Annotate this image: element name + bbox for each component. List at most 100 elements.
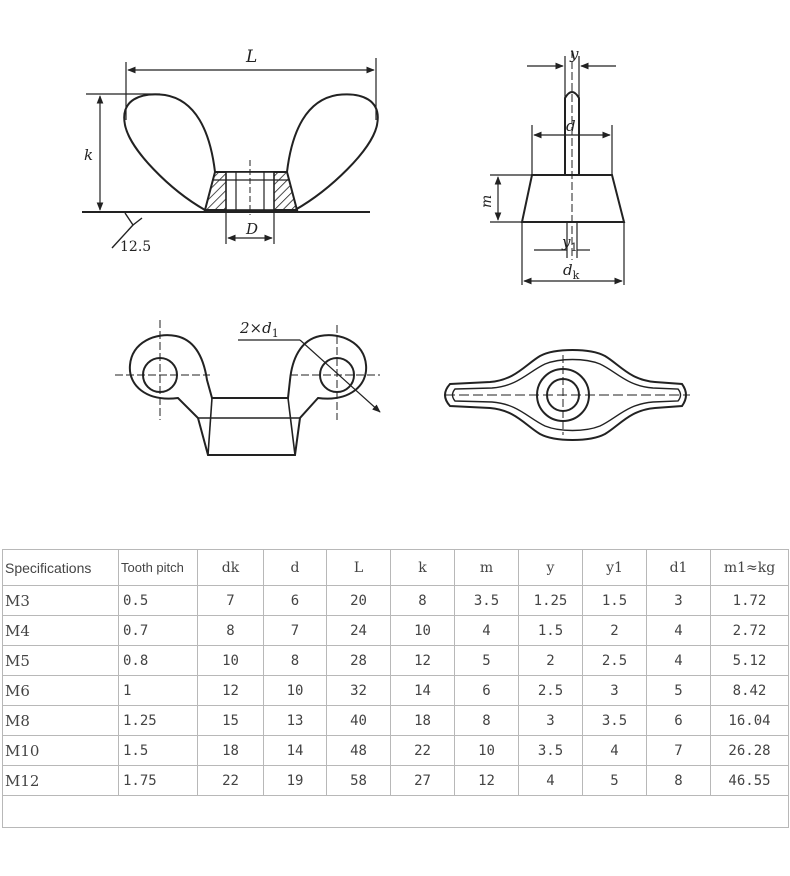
table-cell: 48 — [326, 735, 391, 766]
table-cell: 3.5 — [454, 585, 519, 616]
table-cell: 12 — [390, 645, 455, 676]
table-cell: 3.5 — [518, 735, 583, 766]
table-cell: 0.5 — [118, 585, 198, 616]
side-view — [490, 50, 626, 285]
table-cell: 10 — [454, 735, 519, 766]
label-two-d1-sub: 1 — [272, 327, 279, 340]
column-header: y — [518, 549, 583, 586]
label-y1: y1 — [561, 233, 577, 254]
table-cell: 0.8 — [118, 645, 198, 676]
table-cell: 3 — [646, 585, 711, 616]
table-cell: 4 — [518, 765, 583, 796]
column-header: Tooth pitch — [118, 549, 198, 586]
table-cell: 10 — [197, 645, 264, 676]
table-cell: 46.55 — [710, 765, 789, 796]
label-dk-main: d — [563, 261, 573, 279]
table-cell: M3 — [2, 585, 119, 616]
table-cell: 2.72 — [710, 615, 789, 646]
table-cell: 10 — [390, 615, 455, 646]
table-cell: M10 — [2, 735, 119, 766]
table-cell: 24 — [326, 615, 391, 646]
table-cell: 3 — [582, 675, 647, 706]
bottom-view — [444, 349, 690, 441]
table-cell: 5.12 — [710, 645, 789, 676]
label-y: y — [569, 45, 579, 63]
table-cell: 14 — [390, 675, 455, 706]
label-two-d1: 2×d1 — [239, 319, 279, 340]
label-k: k — [84, 146, 93, 164]
table-cell: 8 — [646, 765, 711, 796]
label-y1-sub: 1 — [570, 241, 577, 254]
table-cell: 8 — [263, 645, 327, 676]
table-cell: M12 — [2, 765, 119, 796]
table-cell: 32 — [326, 675, 391, 706]
column-header: dk — [197, 549, 264, 586]
table-cell: 2 — [518, 645, 583, 676]
table-cell: 1.25 — [118, 705, 198, 736]
table-cell: 2.5 — [582, 645, 647, 676]
table-cell: 8 — [390, 585, 455, 616]
table-cell: 5 — [454, 645, 519, 676]
table-cell: 20 — [326, 585, 391, 616]
technical-drawings: L k D 12.5 y d m y1 d — [82, 45, 690, 456]
table-cell: 10 — [263, 675, 327, 706]
table-cell: 7 — [263, 615, 327, 646]
label-dk-sub: k — [573, 269, 580, 282]
table-cell: 27 — [390, 765, 455, 796]
table-cell: 1.25 — [518, 585, 583, 616]
table-cell: 5 — [646, 675, 711, 706]
table-cell: 12 — [197, 675, 264, 706]
table-cell: 1.5 — [518, 615, 583, 646]
label-two-d1-main: 2×d — [239, 319, 272, 337]
table-cell: 22 — [390, 735, 455, 766]
table-cell: 6 — [263, 585, 327, 616]
table-cell — [2, 795, 789, 828]
table-cell: 3 — [518, 705, 583, 736]
column-header: Specifications — [2, 549, 119, 586]
label-L: L — [245, 47, 257, 67]
column-header: m — [454, 549, 519, 586]
table-cell: 16.04 — [710, 705, 789, 736]
table-cell: 4 — [582, 735, 647, 766]
table-cell: 1.75 — [118, 765, 198, 796]
table-cell: 58 — [326, 765, 391, 796]
table-cell: 6 — [454, 675, 519, 706]
table-cell: 15 — [197, 705, 264, 736]
column-header: m1≈kg — [710, 549, 789, 586]
label-m: m — [479, 195, 495, 208]
table-cell: 1.5 — [582, 585, 647, 616]
table-cell: 4 — [646, 615, 711, 646]
table-cell: 2.5 — [518, 675, 583, 706]
label-D: D — [245, 220, 258, 238]
table-empty-row — [2, 795, 789, 828]
table-cell: 40 — [326, 705, 391, 736]
column-header: L — [326, 549, 391, 586]
label-roughness: 12.5 — [120, 239, 151, 255]
table-cell: 1.72 — [710, 585, 789, 616]
front-view — [82, 58, 379, 249]
table-cell: 26.28 — [710, 735, 789, 766]
table-cell: 18 — [197, 735, 264, 766]
table-cell: 4 — [646, 645, 711, 676]
table-cell: 7 — [646, 735, 711, 766]
table-cell: 8 — [454, 705, 519, 736]
table-cell: 22 — [197, 765, 264, 796]
table-cell: 3.5 — [582, 705, 647, 736]
table-cell: 5 — [582, 765, 647, 796]
table-cell: 8 — [197, 615, 264, 646]
table-cell: 13 — [263, 705, 327, 736]
table-cell: 18 — [390, 705, 455, 736]
table-cell: 4 — [454, 615, 519, 646]
table-cell: 12 — [454, 765, 519, 796]
column-header: k — [390, 549, 455, 586]
table-cell: M5 — [2, 645, 119, 676]
label-d: d — [566, 117, 576, 135]
table-cell: 1.5 — [118, 735, 198, 766]
